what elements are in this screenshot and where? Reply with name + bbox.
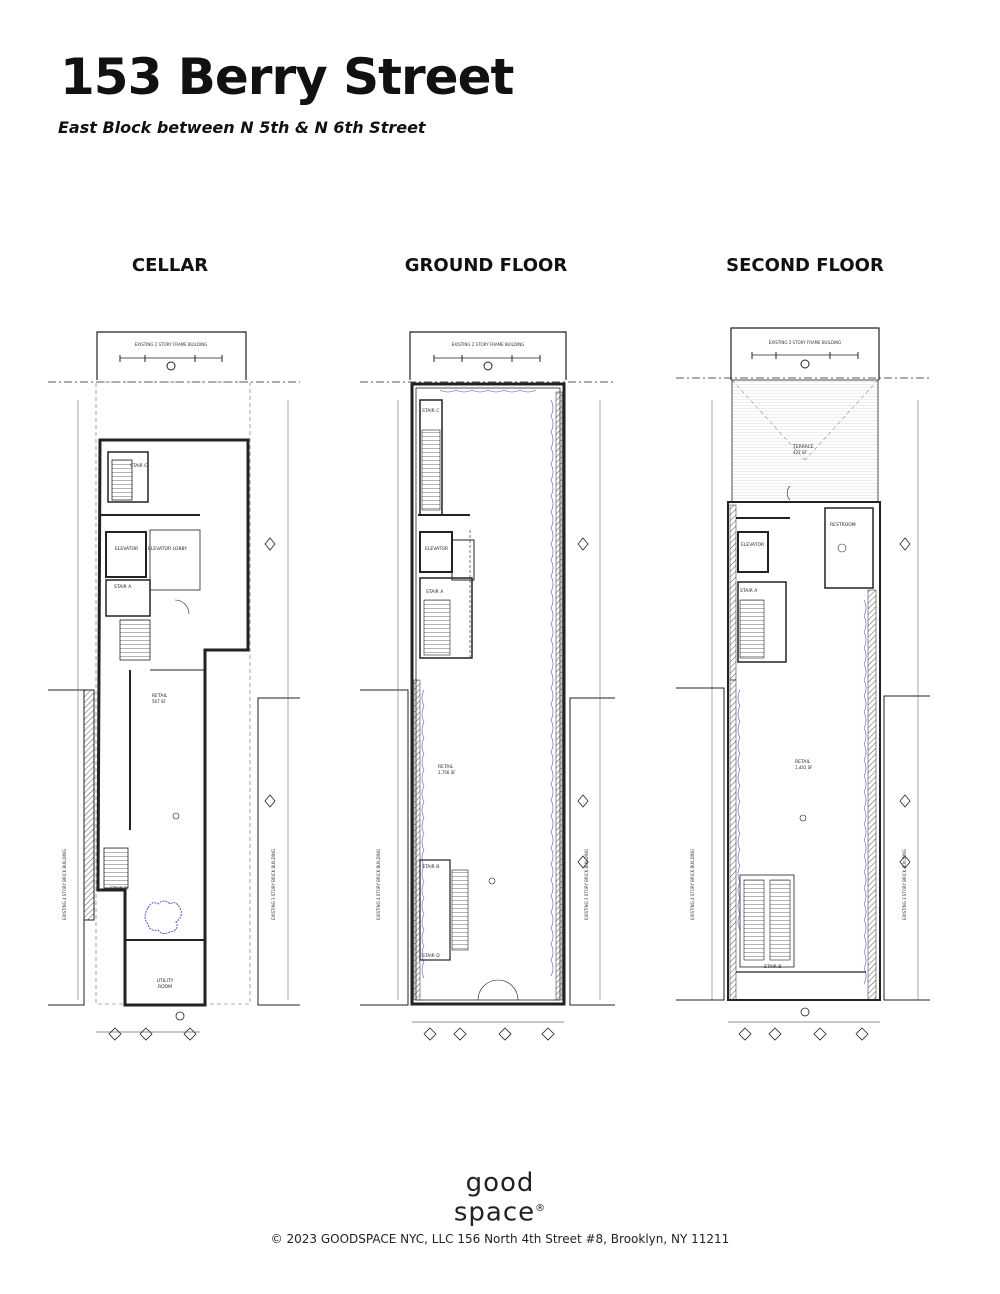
page-title: 153 Berry Street (60, 48, 514, 106)
ground-retail-sf: 1,756 SF (438, 770, 456, 775)
cellar-stair-a: STAIR A (114, 584, 132, 590)
cellar-elevator-lobby: ELEVATOR LOBBY (148, 546, 187, 552)
ground-stair-c: STAIR C (422, 408, 439, 414)
second-restroom: RESTROOM (830, 522, 856, 528)
cellar-left-side: EXISTING 4 STORY BRICK BUILDING (62, 849, 67, 920)
ground-left-side: EXISTING 4 STORY BRICK BUILDING (376, 849, 381, 920)
logo-line-space: space® (430, 1196, 570, 1226)
cellar-utility: UTILITY (157, 978, 174, 984)
second-right-side: EXISTING 3 STORY BRICK BUILDING (902, 849, 907, 920)
second-terrace-sf: 427 SF (793, 450, 807, 455)
page-subtitle: East Block between N 5th & N 6th Street (58, 118, 426, 137)
footer-copyright: © 2023 GOODSPACE NYC, LLC 156 North 4th … (270, 1232, 730, 1246)
plan-label-second-floor: SECOND FLOOR (726, 255, 884, 276)
ground-right-side: EXISTING 3 STORY BRICK BUILDING (584, 849, 589, 920)
ground-stair-a: STAIR A (426, 589, 444, 595)
cellar-retail: RETAIL (152, 693, 168, 699)
second-retail: RETAIL (795, 759, 811, 765)
plan-second-floor: EXISTING 2 STORY FRAME BUILDING TERRACE … (676, 327, 930, 1041)
second-retail-sf: 1,441 SF (795, 765, 813, 770)
second-stair-b: STAIR B (764, 964, 781, 970)
ground-stair-b: STAIR B (422, 864, 439, 870)
second-elevator: ELEVATOR (741, 542, 764, 548)
cellar-right-side: EXISTING 3 STORY BRICK BUILDING (271, 849, 276, 920)
second-left-side: EXISTING 4 STORY BRICK BUILDING (690, 849, 695, 920)
ground-elevator: ELEVATOR (425, 546, 448, 552)
plan-label-cellar: CELLAR (131, 255, 209, 276)
ground-retail: RETAIL (438, 764, 454, 770)
logo-line-space-text: space (453, 1197, 536, 1228)
floor-plans-drawing: EXISTING 2 STORY FRAME BUILDING ELEVATOR… (48, 327, 930, 1041)
cellar-stair-c: STAIR C (130, 463, 147, 469)
second-terrace: TERRACE (792, 444, 814, 450)
ground-existing-top: EXISTING 2 STORY FRAME BUILDING (452, 342, 525, 347)
logo-line-good: good (465, 1168, 535, 1198)
second-stair-a: STAIR A (740, 588, 758, 594)
goodspace-logo: good space® (430, 1170, 570, 1226)
plan-ground-floor: EXISTING 2 STORY FRAME BUILDING STAIR C … (360, 331, 615, 1041)
plan-label-ground-floor: GROUND FLOOR (404, 255, 568, 276)
cellar-existing-top: EXISTING 2 STORY FRAME BUILDING (135, 342, 208, 347)
cellar-stair-d: STAIR D (110, 886, 128, 892)
plan-cellar: EXISTING 2 STORY FRAME BUILDING ELEVATOR… (48, 331, 300, 1041)
cellar-retail-sf: 567 SF (152, 699, 166, 704)
logo-registered-mark: ® (535, 1203, 547, 1214)
cellar-utility-2: ROOM (158, 984, 172, 990)
cellar-elevator: ELEVATOR (115, 546, 138, 552)
floor-plans: EXISTING 2 STORY FRAME BUILDING ELEVATOR… (0, 300, 1000, 1080)
second-existing-top: EXISTING 2 STORY FRAME BUILDING (769, 340, 842, 345)
ground-stair-d: STAIR D (422, 953, 440, 959)
